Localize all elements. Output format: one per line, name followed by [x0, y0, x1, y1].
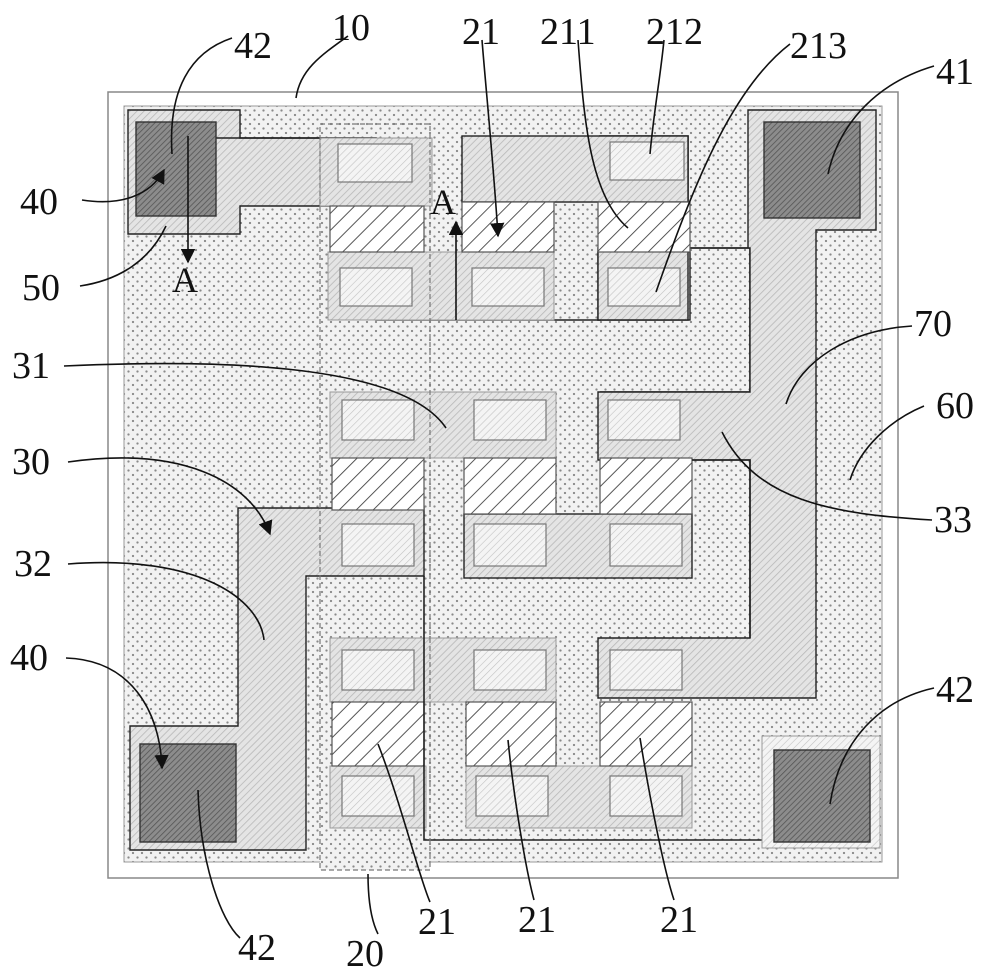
label-21-bottom-1: 21: [418, 901, 456, 943]
label-60: 60: [936, 385, 974, 427]
label-31: 31: [12, 345, 50, 387]
label-42-bottom-left: 42: [238, 927, 276, 969]
gate-regions-21: [329, 201, 693, 767]
label-70: 70: [914, 303, 952, 345]
label-211: 211: [540, 11, 596, 53]
label-40-bottom: 40: [10, 637, 48, 679]
label-32: 32: [14, 543, 52, 585]
label-21-bottom-3: 21: [660, 899, 698, 941]
label-20: 20: [346, 933, 384, 975]
label-40-top: 40: [20, 181, 58, 223]
region-20-boundary: [319, 123, 431, 871]
label-33: 33: [934, 499, 972, 541]
label-21-top: 21: [462, 11, 500, 53]
pad-42-bottom-right-inner: [773, 749, 871, 843]
label-42-bottom-right: 42: [936, 669, 974, 711]
pad-40-bottom-left: [139, 743, 237, 843]
leader-lines: [63, 35, 935, 939]
label-42-top-left: 42: [234, 25, 272, 67]
label-50: 50: [22, 267, 60, 309]
label-41: 41: [936, 51, 974, 93]
label-212: 212: [646, 11, 703, 53]
inner-right-outline: [692, 459, 751, 638]
contact-cells: [337, 141, 685, 817]
label-30: 30: [12, 441, 50, 483]
label-213: 213: [790, 25, 847, 67]
pad-42-top-left: [135, 121, 217, 217]
pad-41-top-right: [763, 121, 861, 219]
label-21-bottom-2: 21: [518, 899, 556, 941]
interconnect-70: [597, 109, 877, 699]
label-section-a-left: A: [172, 260, 198, 300]
label-section-a-right: A: [430, 182, 456, 222]
label-10: 10: [332, 7, 370, 49]
